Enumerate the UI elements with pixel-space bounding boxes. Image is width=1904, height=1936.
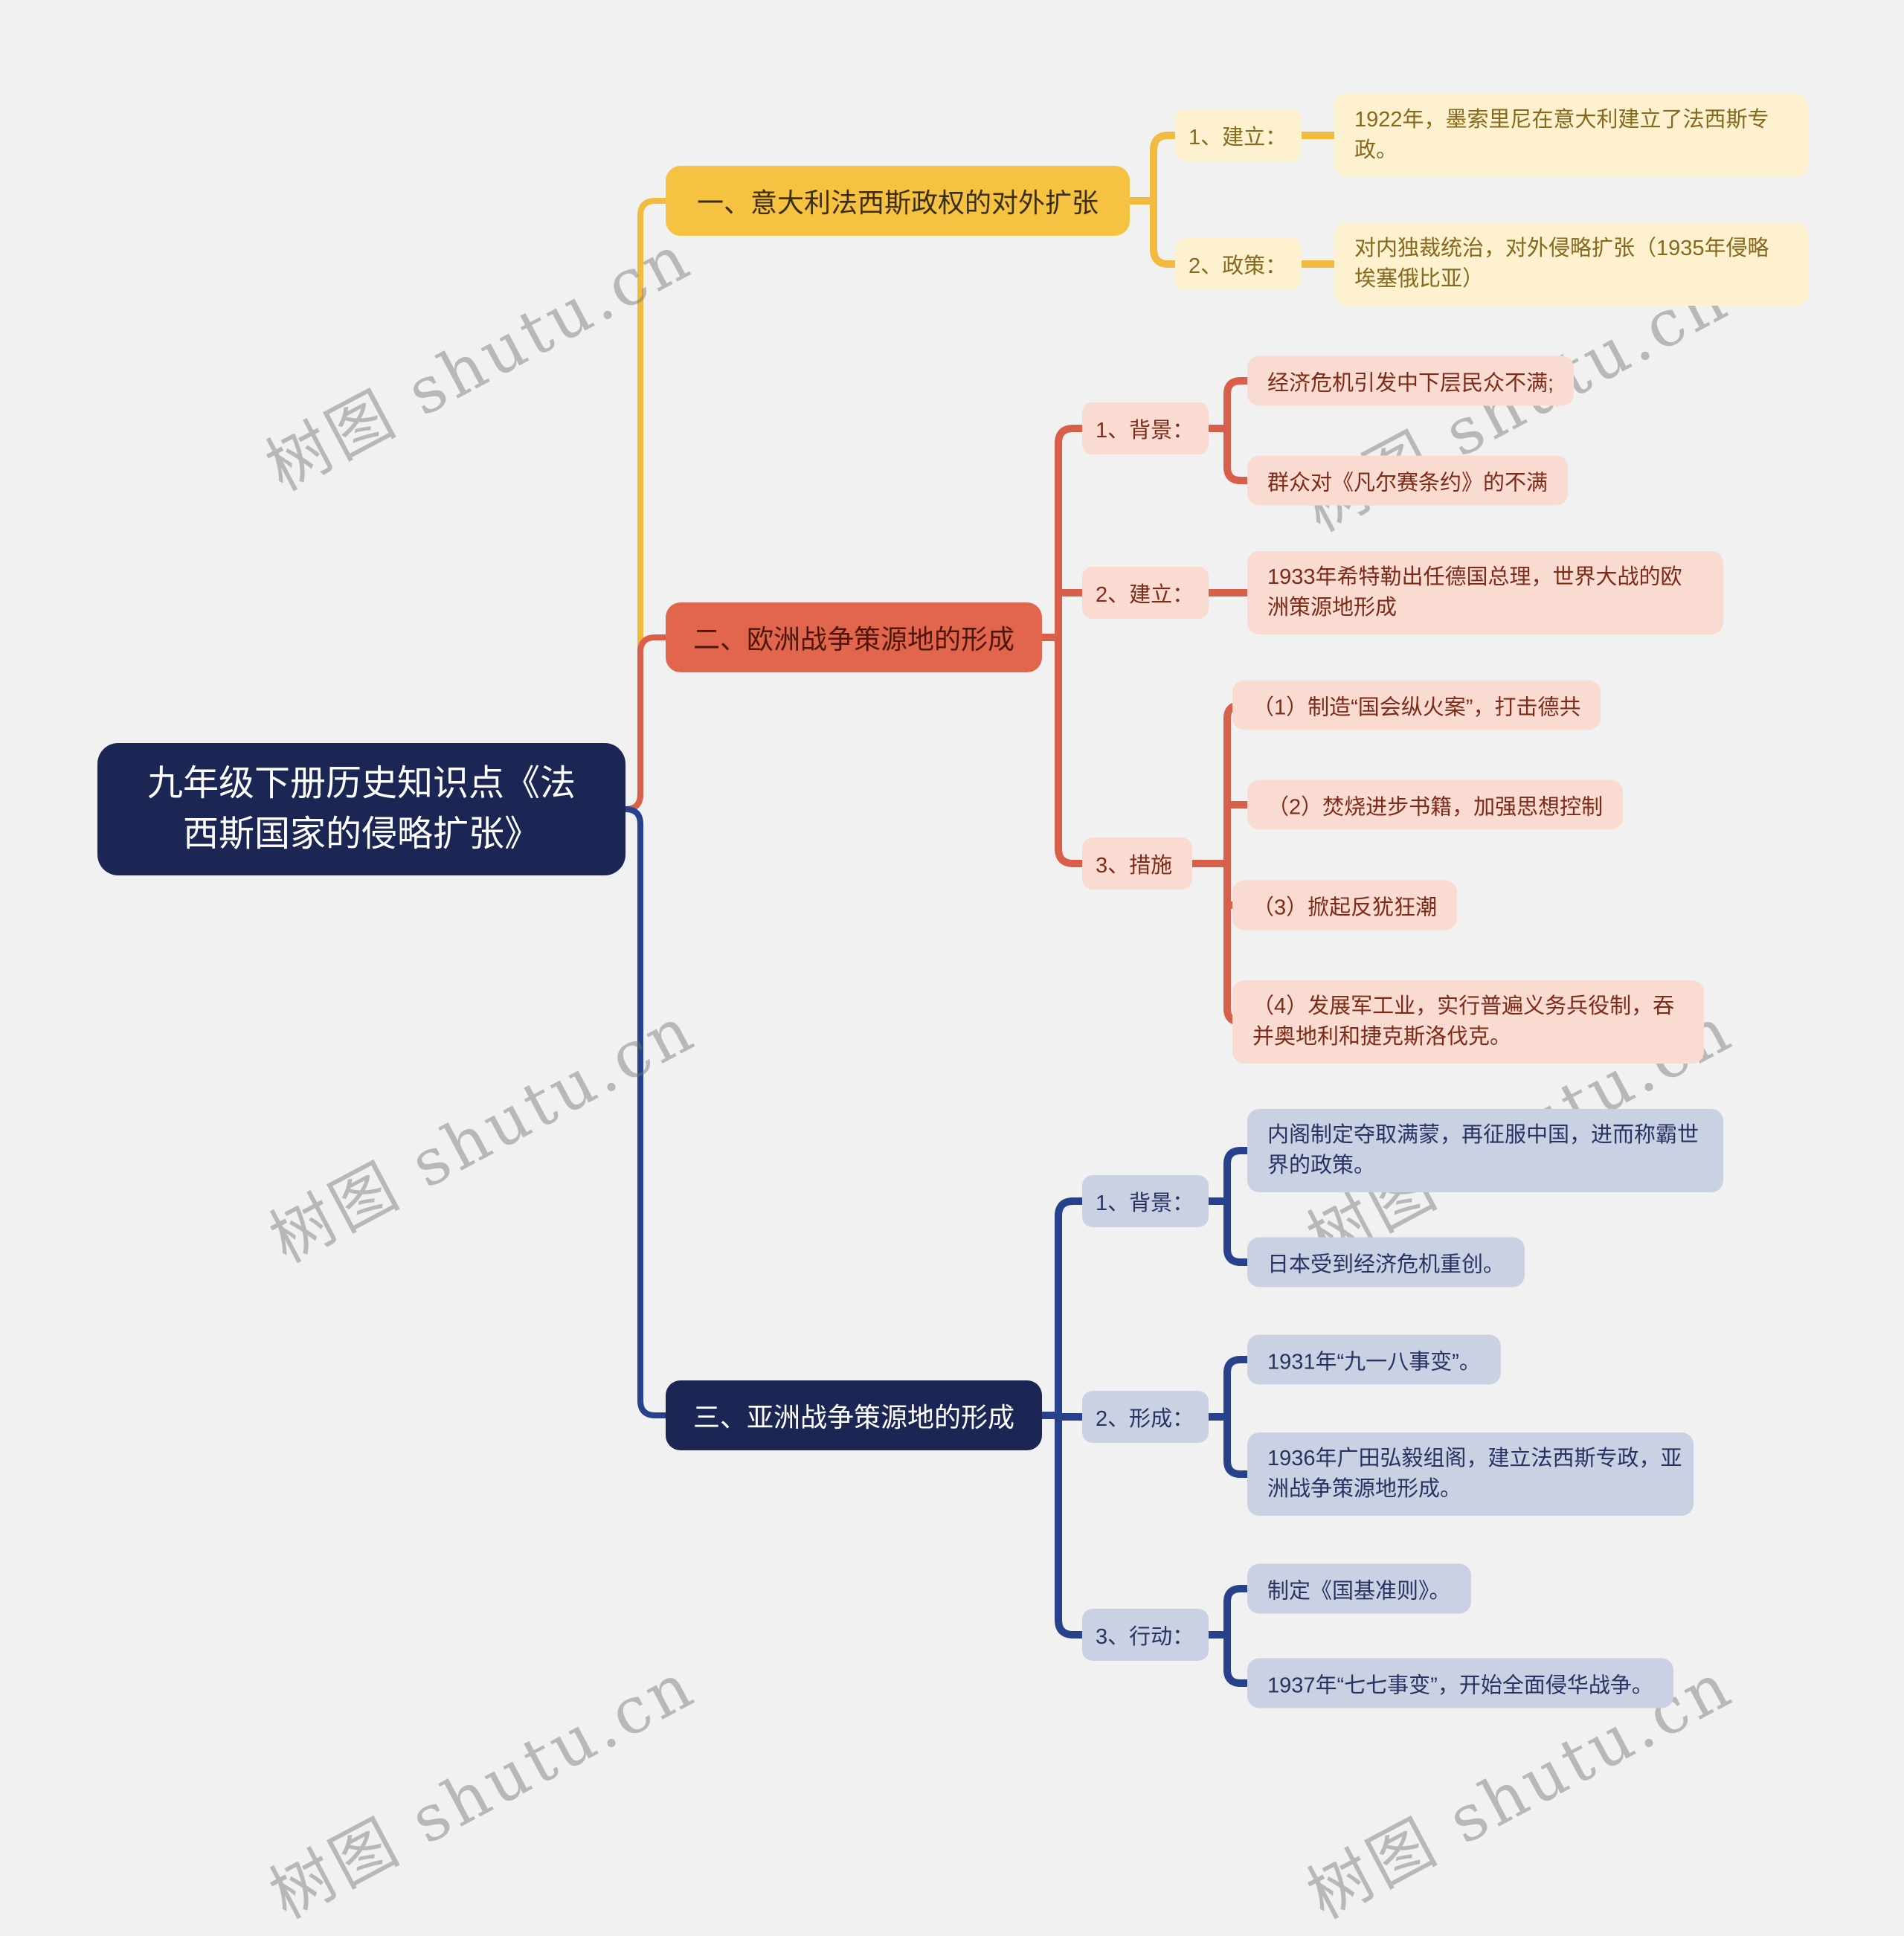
content-europe-measure-3[interactable]: （3）掀起反犹狂潮 [1232, 880, 1458, 930]
content-asia-background-2[interactable]: 日本受到经济危机重创。 [1247, 1237, 1525, 1287]
connector-lines [625, 132, 1334, 1687]
label-europe-founding[interactable]: 2、建立： [1082, 567, 1209, 619]
root-title-line1: 九年级下册历史知识点《法 [147, 764, 576, 803]
content-italy-policy[interactable]: 对内独裁统治，对外侵略扩张（1935年侵略 埃塞俄比亚） [1334, 222, 1808, 306]
content-italy-founding[interactable]: 1922年，墨索里尼在意大利建立了法西斯专 政。 [1334, 94, 1808, 177]
root-node[interactable]: 九年级下册历史知识点《法 西斯国家的侵略扩张》 [97, 743, 625, 875]
content-europe-background-1[interactable]: 经济危机引发中下层民众不满; [1247, 356, 1575, 406]
label-europe-measures[interactable]: 3、措施 [1082, 837, 1192, 890]
root-title-line2: 西斯国家的侵略扩张》 [182, 814, 540, 854]
content-europe-measure-4[interactable]: （4）发展军工业，实行普遍义务兵役制，吞 并奥地利和捷克斯洛伐克。 [1232, 980, 1704, 1064]
content-asia-action-1[interactable]: 制定《国基准则》。 [1247, 1563, 1471, 1614]
mindmap-canvas: { "page": {"background": "#f1f1f2"}, "wa… [97, 94, 1808, 1934]
branch-node-europe[interactable]: 二、欧洲战争策源地的形成 [666, 602, 1042, 672]
content-europe-background-2[interactable]: 群众对《凡尔赛条约》的不满 [1247, 455, 1569, 506]
label-europe-background[interactable]: 1、背景： [1082, 402, 1209, 454]
content-asia-formation-2[interactable]: 1936年广田弘毅组阁，建立法西斯专政，亚 洲战争策源地形成。 [1247, 1432, 1694, 1516]
content-europe-measure-1[interactable]: （1）制造“国会纵火案”，打击德共 [1232, 680, 1601, 730]
label-italy-founding[interactable]: 1、建立： [1175, 109, 1302, 161]
content-asia-action-2[interactable]: 1937年“七七事变”，开始全面侵华战争。 [1247, 1658, 1673, 1708]
content-asia-formation-1[interactable]: 1931年“九一八事变”。 [1247, 1334, 1501, 1385]
label-asia-action[interactable]: 3、行动： [1082, 1609, 1209, 1661]
content-asia-background-1[interactable]: 内阁制定夺取满蒙，再征服中国，进而称霸世 界的政策。 [1247, 1109, 1723, 1192]
branch-node-italy[interactable]: 一、意大利法西斯政权的对外扩张 [666, 166, 1130, 236]
label-asia-background[interactable]: 1、背景： [1082, 1175, 1209, 1227]
label-asia-formation[interactable]: 2、形成： [1082, 1391, 1209, 1443]
label-italy-policy[interactable]: 2、政策： [1175, 238, 1302, 290]
branch-node-asia[interactable]: 三、亚洲战争策源地的形成 [666, 1380, 1042, 1450]
content-europe-measure-2[interactable]: （2）焚烧进步书籍，加强思想控制 [1247, 779, 1624, 830]
content-europe-founding[interactable]: 1933年希特勒出任德国总理，世界大战的欧 洲策源地形成 [1247, 551, 1723, 634]
